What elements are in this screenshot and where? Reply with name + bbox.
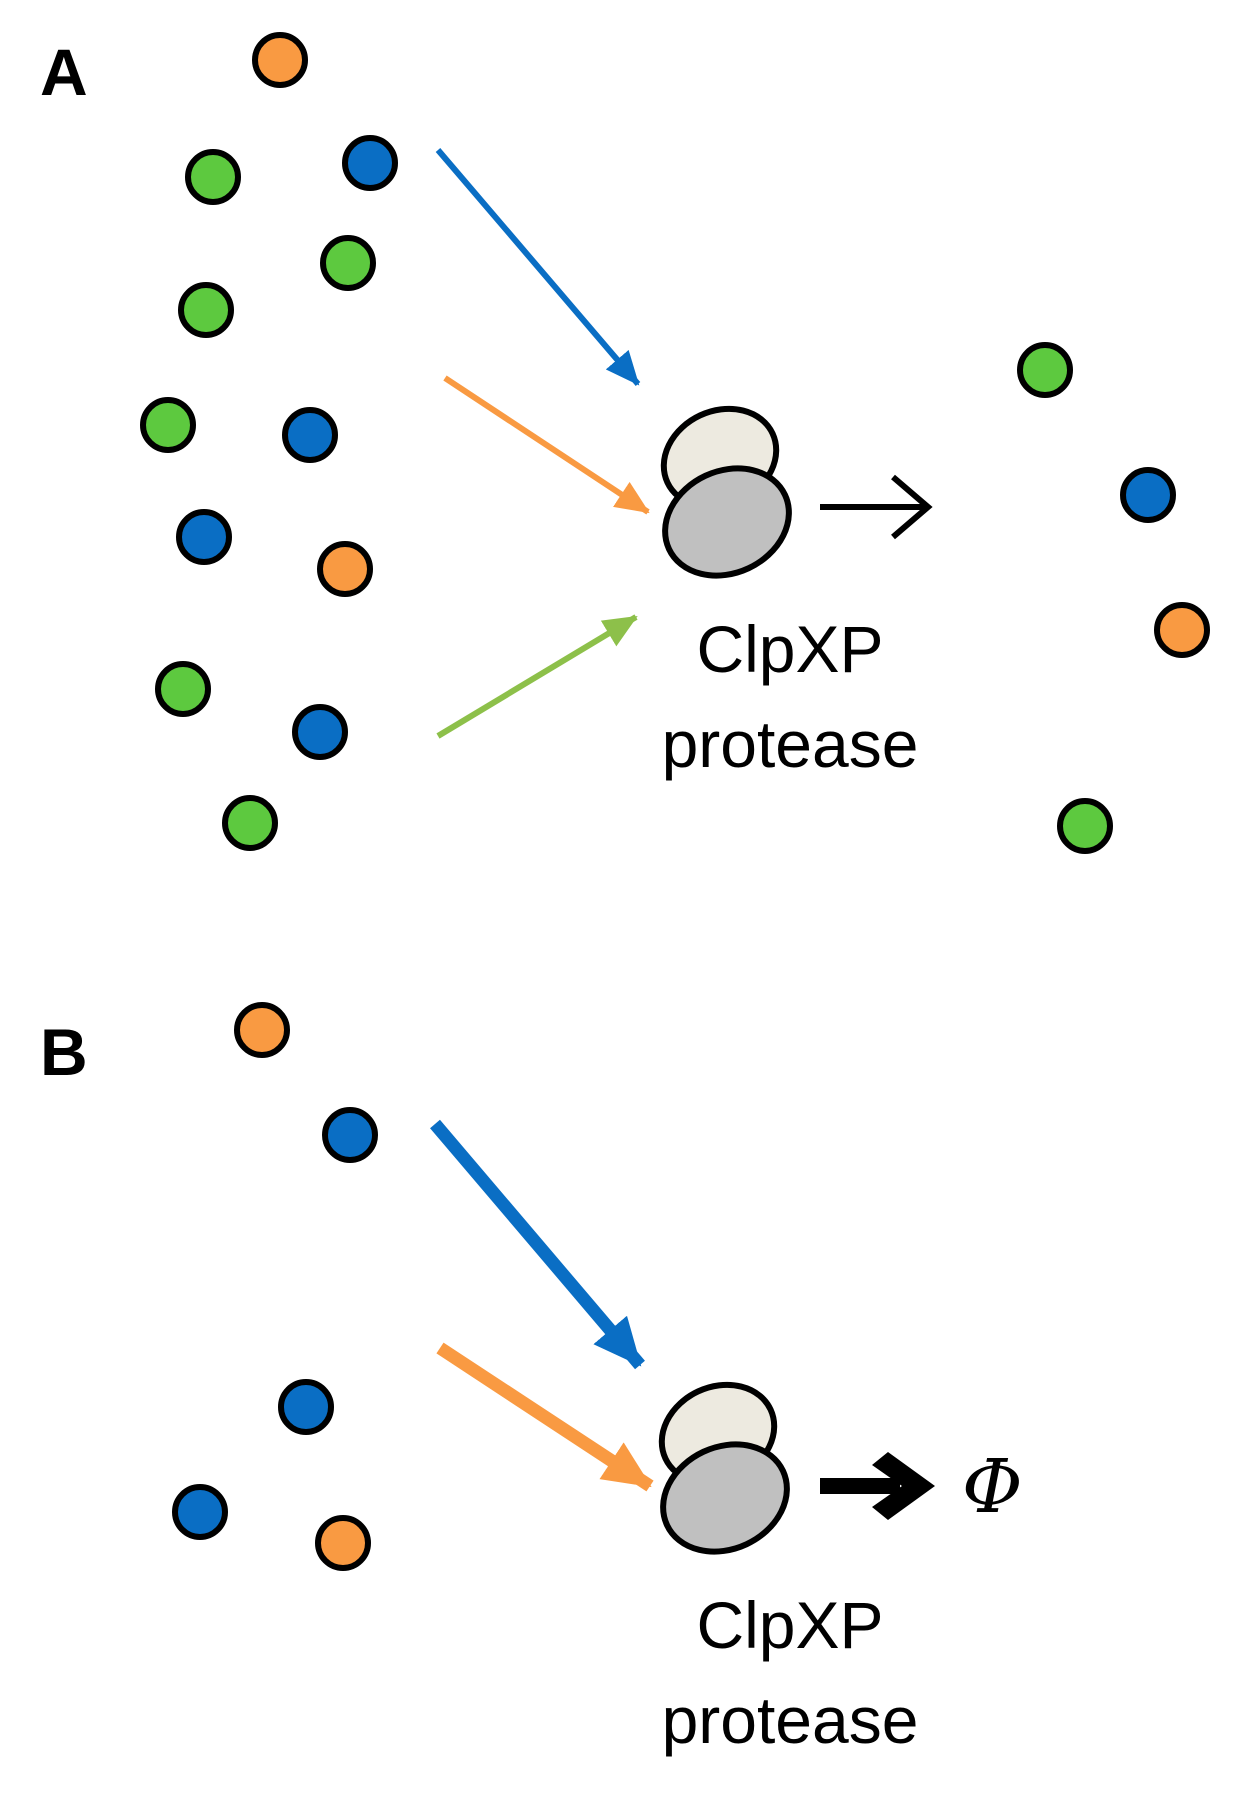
panel-b-input-arrows <box>430 1119 654 1492</box>
arrow-blue-thick <box>430 1119 645 1370</box>
protease-lower-subunit <box>662 465 792 579</box>
panel-a-label: A <box>40 35 88 109</box>
panel-a-substrate-pool <box>140 32 398 851</box>
panel-a-input-arrows <box>435 148 650 739</box>
substrate-blue <box>292 704 348 760</box>
substrate-green <box>185 149 241 205</box>
substrate-orange <box>252 32 308 88</box>
panel-b-label: B <box>40 1015 88 1089</box>
panel-b-protease-label-line1: ClpXP <box>696 1588 883 1662</box>
panel-a-remaining-substrates <box>1017 342 1210 854</box>
substrate-orange <box>317 541 373 597</box>
substrate-green <box>178 282 234 338</box>
substrate-blue <box>342 135 398 191</box>
substrate-blue <box>282 407 338 463</box>
remaining-green <box>1017 342 1073 398</box>
substrate-green <box>155 661 211 717</box>
substrate-blue <box>176 509 232 565</box>
substrate-blue <box>172 1484 228 1540</box>
panel-b-protease-label-line2: protease <box>662 1683 919 1757</box>
substrate-blue <box>278 1379 334 1435</box>
panel-b: B Φ ClpXP protease <box>40 1002 1023 1757</box>
arrow-blue <box>435 148 641 386</box>
panel-b-clpxp-protease-icon <box>658 1381 790 1555</box>
remaining-blue <box>1120 467 1176 523</box>
panel-a: A <box>40 32 1210 854</box>
substrate-green <box>320 235 376 291</box>
remaining-green <box>1057 798 1113 854</box>
panel-a-protease-label-line1: ClpXP <box>696 612 883 686</box>
arrow-orange <box>443 375 650 515</box>
remaining-orange <box>1154 602 1210 658</box>
arrow-orange-thick <box>436 1342 654 1492</box>
panel-a-output-arrow <box>820 474 933 540</box>
panel-b-substrate-pool <box>172 1002 378 1571</box>
panel-b-output-arrow <box>820 1452 935 1520</box>
substrate-blue <box>322 1107 378 1163</box>
panel-b-degradation-product-symbol: Φ <box>962 1444 1023 1530</box>
substrate-green <box>140 397 196 453</box>
substrate-orange <box>234 1002 290 1058</box>
protease-lower-subunit <box>660 1441 790 1555</box>
panel-a-protease-label-line2: protease <box>662 707 919 781</box>
substrate-green <box>222 795 278 851</box>
panel-a-clpxp-protease-icon <box>660 405 792 579</box>
arrow-green <box>436 614 638 739</box>
substrate-orange <box>315 1515 371 1571</box>
